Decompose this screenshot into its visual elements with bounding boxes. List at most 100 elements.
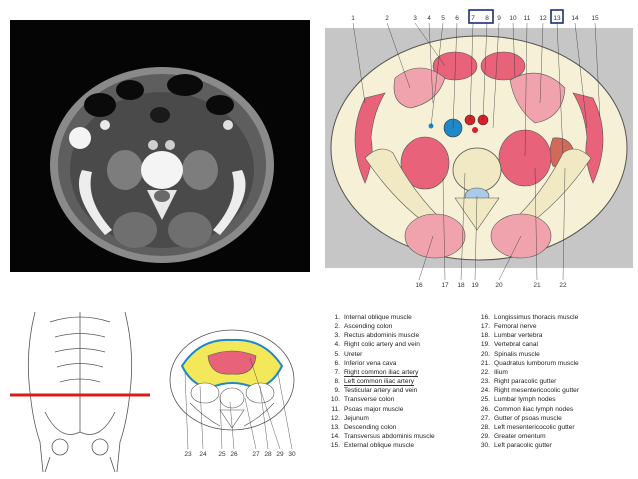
legend-text: Left mesentericocolic gutter <box>494 423 575 431</box>
label-number-1: 1 <box>351 15 355 22</box>
label-number-5: 5 <box>441 15 445 22</box>
label-number-16: 16 <box>415 282 423 289</box>
label-number-14: 14 <box>571 15 579 22</box>
legend-text: Transversus abdominis muscle <box>344 433 435 441</box>
legend-item: 8.Left common iliac artery <box>327 377 477 387</box>
legend-text: Jejunum <box>344 414 369 422</box>
label-number-19: 19 <box>471 282 479 289</box>
legend-number: 12. <box>330 414 340 422</box>
legend-number: 20. <box>480 350 490 358</box>
legend-number: 6. <box>334 359 341 367</box>
legend-item: 3.Rectus abdominis muscle <box>327 331 477 340</box>
ct-scan-graphic <box>10 20 310 272</box>
legend-number: 5. <box>334 350 341 358</box>
legend-text: Longissimus thoracis muscle <box>494 314 579 321</box>
legend-item: 12. Jejunum <box>327 414 477 423</box>
legend-item: 27. Gutter of psoas muscle <box>477 414 637 423</box>
legend-number: 3. <box>334 332 341 340</box>
legend-item: 2.Ascending colon <box>327 322 477 331</box>
legend-text: Lumbar lymph nodes <box>494 396 556 404</box>
legend-item: 21.Quadratus lumborum muscle <box>477 359 637 368</box>
legend-item: 16.Longissimus thoracis muscle <box>477 313 637 322</box>
label-number-4: 4 <box>427 15 431 22</box>
legend-item: 15. External oblique muscle <box>327 441 477 450</box>
legend-item: 7.Right common iliac artery <box>327 368 477 377</box>
legend-number: 22. <box>480 368 490 376</box>
label-number-22: 22 <box>559 282 567 289</box>
label-number-24: 24 <box>199 451 207 458</box>
label-number-29: 29 <box>276 451 284 458</box>
legend-item: 11. Psoas major muscle <box>327 405 477 414</box>
label-number-7: 7 <box>471 15 475 22</box>
legend-number: 25. <box>480 396 490 404</box>
legend-item: 24.Right mesentericocolic gutter <box>477 386 637 395</box>
legend-number: 8. <box>334 378 341 386</box>
legend-text: External oblique muscle <box>344 442 415 450</box>
legend-number: 24. <box>480 387 490 395</box>
label-number-13: 13 <box>553 15 561 22</box>
legend-text: Rectus abdominis muscle <box>344 332 420 340</box>
legend-text: Vertebral canal <box>494 341 538 349</box>
legend-item: 10.Transverse colon <box>327 395 477 404</box>
legend-item: 25. Lumbar lymph nodes <box>477 395 637 404</box>
label-number-27: 27 <box>252 451 260 458</box>
label-number-3: 3 <box>413 15 417 22</box>
legend-number: 28. <box>480 423 490 431</box>
legend-item: 30. Left paracolic gutter <box>477 441 637 450</box>
legend-number: 7. <box>334 368 341 376</box>
label-number-11: 11 <box>524 15 531 22</box>
label-number-12: 12 <box>539 15 547 22</box>
legend-number: 27. <box>480 414 490 422</box>
legend-text: Left common iliac artery <box>344 378 414 387</box>
legend-text: Gutter of psoas muscle <box>494 414 562 422</box>
label-number-6: 6 <box>455 15 459 22</box>
legend-number: 14. <box>330 433 340 441</box>
legend-number: 26. <box>480 405 490 413</box>
legend-item: 6.Inferior vena cava <box>327 359 477 368</box>
legend-number: 1. <box>334 314 341 321</box>
legend-item: 18.Lumbar vertebra <box>477 331 637 340</box>
legend-item: 5.Ureter <box>327 350 477 359</box>
label-number-30: 30 <box>288 451 296 458</box>
legend-text: Psoas major muscle <box>344 405 404 413</box>
legend-text: Transverse colon <box>344 396 395 404</box>
label-number-8: 8 <box>485 15 489 22</box>
legend-number: 11. <box>331 405 340 413</box>
legend-text: Greater omentum <box>494 433 546 441</box>
label-number-17: 17 <box>441 282 449 289</box>
legend-text: Inferior vena cava <box>344 359 397 367</box>
legend-number: 30. <box>480 442 490 450</box>
legend-text: Testicular artery and vein <box>344 387 418 395</box>
legend-text: Femoral nerve <box>494 323 537 331</box>
legend-item: 1.Internal oblique muscle <box>327 313 477 322</box>
legend-item: 17. Femoral nerve <box>477 322 637 331</box>
legend-number: 17. <box>480 323 490 331</box>
legend-item: 13.Descending colon <box>327 423 477 432</box>
legend-item: 4.Right colic artery and vein <box>327 340 477 349</box>
legend-text: Internal oblique muscle <box>344 314 412 321</box>
legend-text: Right colic artery and vein <box>344 341 420 349</box>
label-number-25: 25 <box>218 451 226 458</box>
legend-number: 19. <box>480 341 490 349</box>
legend-text: Common iliac lymph nodes <box>494 405 574 413</box>
legend-text: Ureter <box>344 350 363 358</box>
legend-text: Quadratus lumborum muscle <box>494 359 579 367</box>
legend-number: 18. <box>480 332 490 340</box>
legend-text: Right paracolic gutter <box>494 378 557 386</box>
legend-number: 2. <box>334 323 341 331</box>
legend-item: 14. Transversus abdominis muscle <box>327 432 477 441</box>
ct-scan-image <box>10 20 310 272</box>
label-number-28: 28 <box>264 451 272 458</box>
legend-text: Spinalis muscle <box>494 350 540 358</box>
legend-text: Right common iliac artery <box>344 368 419 377</box>
legend-number: 15. <box>330 442 340 450</box>
legend-text: Left paracolic gutter <box>494 442 552 450</box>
label-number-23: 23 <box>184 451 192 458</box>
label-number-15: 15 <box>591 15 599 22</box>
